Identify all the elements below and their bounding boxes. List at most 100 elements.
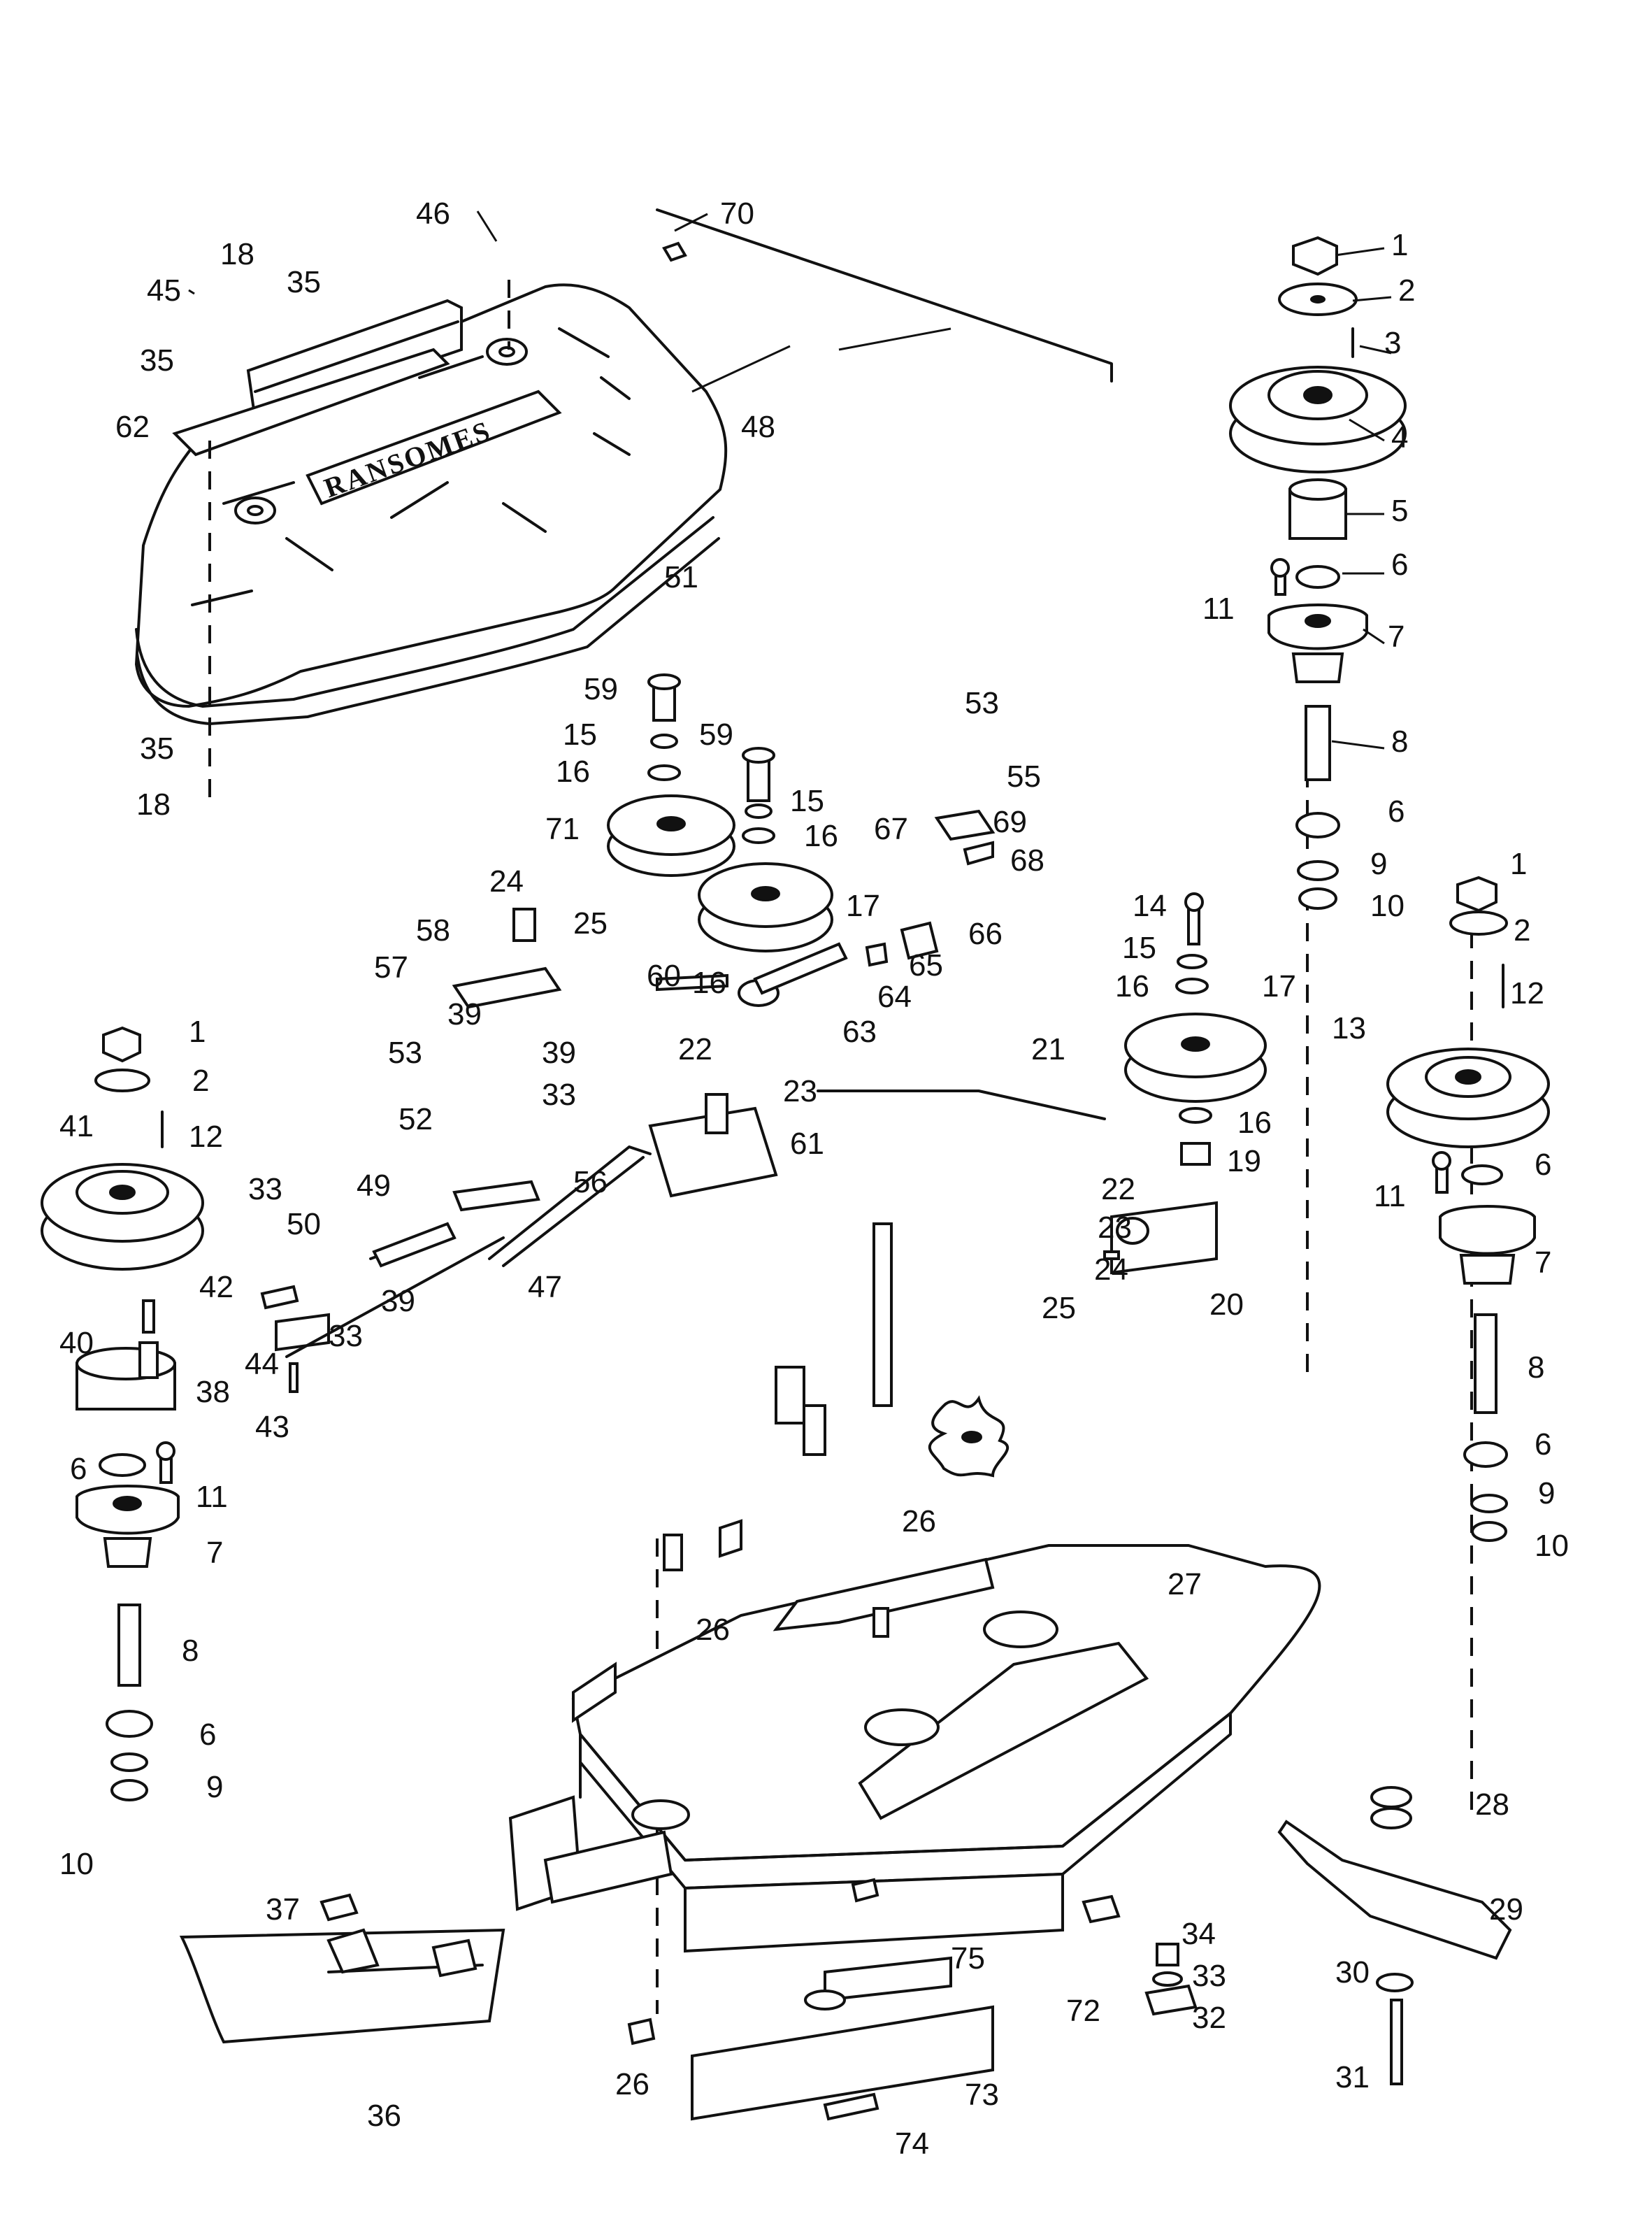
callout-41: 41: [59, 1109, 94, 1143]
callout-35: 35: [140, 343, 174, 378]
callout-15: 15: [563, 717, 597, 752]
callout-35: 35: [287, 265, 321, 299]
callout-2: 2: [192, 1064, 209, 1098]
callout-12: 12: [189, 1120, 223, 1154]
callout-72: 72: [1066, 1994, 1100, 2028]
mower-deck: [508, 1222, 1321, 2011]
callout-13: 13: [1332, 1011, 1366, 1045]
callout-56: 56: [573, 1165, 608, 1199]
left-spindle: [41, 1026, 204, 1801]
callout-6: 6: [1535, 1427, 1551, 1462]
leader-lines: [188, 210, 1392, 750]
callout-17: 17: [1262, 969, 1296, 1004]
discharge-chute: [179, 1893, 505, 2044]
callout-68: 68: [1010, 843, 1044, 878]
callout-45: 45: [147, 273, 181, 308]
callout-52: 52: [398, 1102, 433, 1136]
callout-26: 26: [902, 1504, 936, 1538]
callout-75: 75: [951, 1941, 985, 1976]
right-top-spindle: [1229, 236, 1407, 910]
callout-71: 71: [545, 812, 580, 846]
callout-64: 64: [877, 980, 912, 1014]
callout-22: 22: [678, 1032, 712, 1066]
callout-27: 27: [1168, 1567, 1202, 1601]
callout-1: 1: [189, 1015, 206, 1049]
callout-15: 15: [790, 784, 824, 818]
callout-23: 23: [1098, 1210, 1132, 1245]
callout-6: 6: [199, 1717, 216, 1752]
callout-63: 63: [842, 1015, 877, 1049]
callout-53: 53: [388, 1036, 422, 1070]
callout-16: 16: [1237, 1106, 1272, 1140]
callout-55: 55: [1007, 759, 1041, 794]
callout-22: 22: [1101, 1172, 1135, 1206]
callout-34: 34: [1181, 1917, 1216, 1951]
callout-46: 46: [416, 197, 450, 231]
callout-40: 40: [59, 1326, 94, 1360]
callout-labels: 70 46 18 35 45 35 62 48 51 35 18 1 2 3 4…: [59, 197, 1569, 2161]
callout-59: 59: [584, 672, 618, 706]
callout-38: 38: [196, 1375, 230, 1409]
callout-16: 16: [692, 966, 726, 1000]
callout-18: 18: [220, 237, 254, 271]
callout-58: 58: [416, 913, 450, 948]
callout-2: 2: [1514, 913, 1530, 948]
callout-18: 18: [136, 787, 171, 822]
callout-5: 5: [1391, 494, 1408, 528]
callout-16: 16: [804, 819, 838, 853]
callout-24: 24: [1094, 1252, 1128, 1287]
callout-35: 35: [140, 731, 174, 766]
callout-29: 29: [1489, 1892, 1523, 1927]
callout-25: 25: [573, 906, 608, 941]
callout-11: 11: [196, 1480, 228, 1514]
callout-1: 1: [1391, 228, 1408, 262]
center-pulleys: [607, 673, 1267, 1166]
callout-2: 2: [1398, 273, 1415, 308]
callout-9: 9: [206, 1770, 223, 1804]
callout-9: 9: [1370, 847, 1387, 881]
callout-8: 8: [1528, 1350, 1544, 1385]
callout-25: 25: [1042, 1291, 1076, 1325]
callout-28: 28: [1475, 1787, 1509, 1822]
callout-8: 8: [1391, 724, 1408, 759]
callout-57: 57: [374, 950, 408, 985]
callout-65: 65: [909, 948, 943, 983]
callout-70: 70: [720, 197, 754, 231]
callout-9: 9: [1538, 1476, 1555, 1510]
callout-19: 19: [1227, 1144, 1261, 1178]
callout-74: 74: [895, 2127, 929, 2161]
callout-50: 50: [287, 1207, 321, 1241]
callout-62: 62: [115, 410, 150, 444]
callout-12: 12: [1510, 976, 1544, 1010]
deck-cover: RANSOMES: [134, 283, 728, 725]
callout-7: 7: [1388, 620, 1405, 654]
baffle-plate: [627, 1878, 994, 2121]
callout-26: 26: [696, 1613, 730, 1647]
callout-10: 10: [1535, 1529, 1569, 1563]
callout-73: 73: [965, 2078, 999, 2112]
callout-23: 23: [783, 1074, 817, 1108]
callout-67: 67: [874, 812, 908, 846]
callout-32: 32: [1192, 2001, 1226, 2035]
callout-10: 10: [59, 1847, 94, 1881]
callout-24: 24: [489, 864, 524, 899]
callout-36: 36: [367, 2099, 401, 2133]
callout-15: 15: [1122, 931, 1156, 965]
callout-60: 60: [647, 959, 681, 993]
callout-17: 17: [846, 889, 880, 923]
callout-33: 33: [1192, 1959, 1226, 1993]
callout-3: 3: [1384, 326, 1401, 360]
callout-31: 31: [1335, 2060, 1370, 2094]
linkages: [260, 208, 1218, 1393]
blade: [1082, 1786, 1512, 2085]
callout-16: 16: [1115, 969, 1149, 1004]
callout-6: 6: [1391, 548, 1408, 582]
callout-39: 39: [381, 1284, 415, 1318]
callout-59: 59: [699, 717, 733, 752]
callout-37: 37: [266, 1892, 300, 1927]
callout-26: 26: [615, 2067, 649, 2101]
callout-42: 42: [199, 1270, 234, 1304]
callout-49: 49: [357, 1169, 391, 1203]
callout-51: 51: [664, 560, 698, 594]
